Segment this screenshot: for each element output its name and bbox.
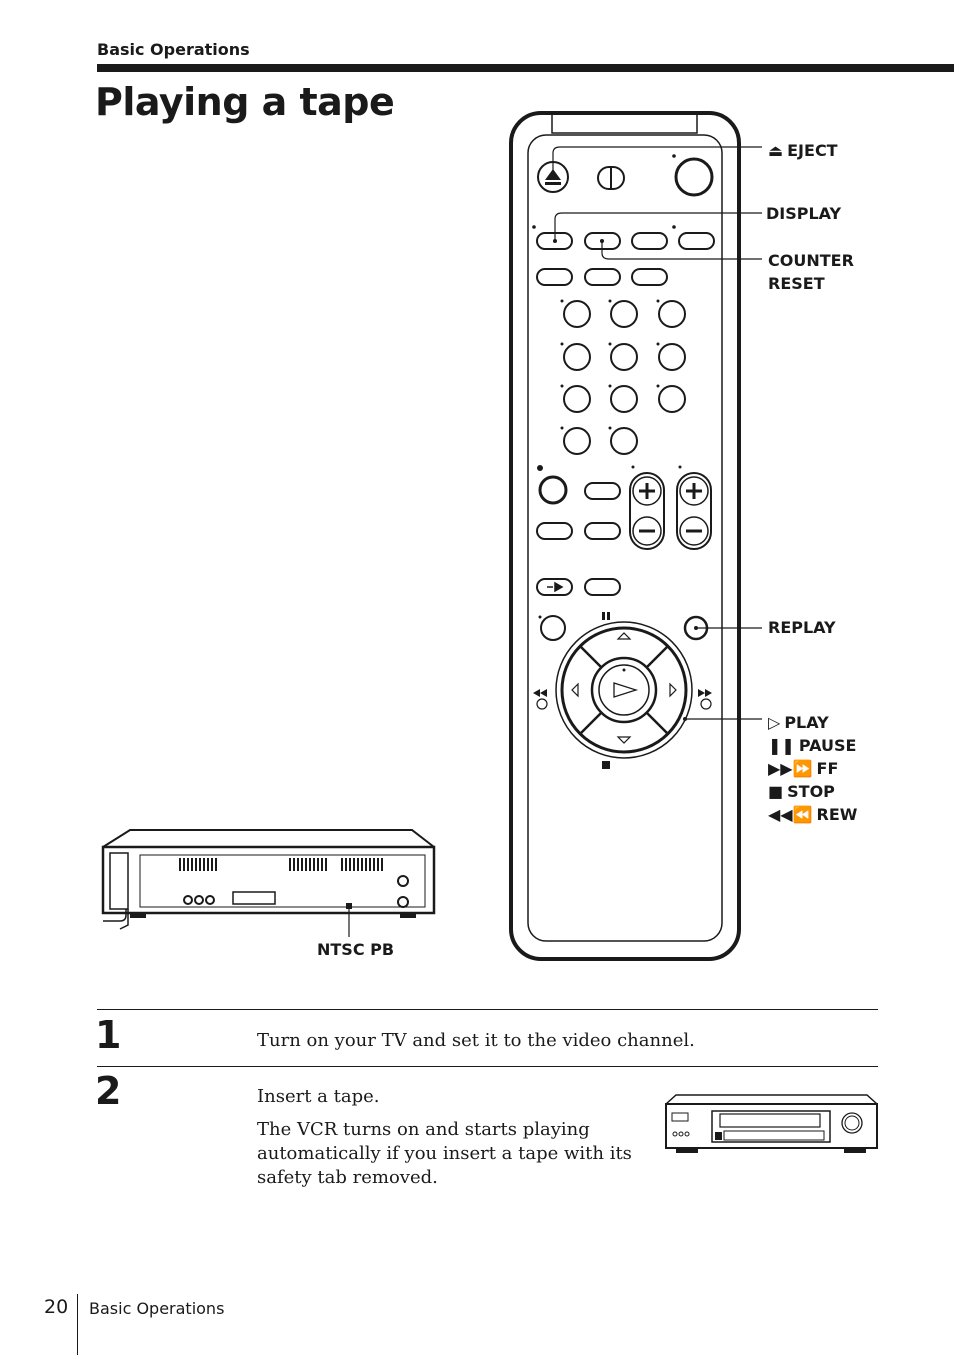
- play-icon: ▷: [768, 713, 781, 732]
- page-title: Playing a tape: [95, 80, 395, 124]
- step-number: 1: [95, 1013, 122, 1057]
- footer-section: Basic Operations: [89, 1299, 225, 1318]
- step-text: Turn on your TV and set it to the video …: [257, 1030, 695, 1051]
- step-divider: [97, 1066, 878, 1067]
- ntsc-pb-callout: NTSC PB: [317, 940, 395, 959]
- rew-icon: ◀◀⏪: [768, 805, 813, 824]
- header-rule: [97, 64, 954, 72]
- counter-reset-callout: COUNTER RESET: [768, 251, 854, 293]
- page-number: 20: [44, 1296, 69, 1318]
- pause-icon: ❚❚: [768, 736, 795, 755]
- step-number: 2: [95, 1069, 122, 1113]
- eject-callout: ⏏EJECT: [768, 141, 838, 160]
- stop-icon: ■: [768, 782, 784, 801]
- vcr-rear-illustration: [101, 829, 436, 937]
- transport-callouts: ▷PLAY ❚❚PAUSE ▶▶⏩FF ■STOP ◀◀⏪REW: [768, 713, 858, 824]
- step-note: The VCR turns on and starts playing auto…: [257, 1119, 632, 1188]
- remote-control-illustration: [509, 111, 762, 961]
- step-divider: [97, 1009, 878, 1010]
- ff-icon: ▶▶⏩: [768, 759, 813, 778]
- vcr-front-illustration: [665, 1094, 878, 1153]
- display-callout: DISPLAY: [766, 204, 842, 223]
- step-text: Insert a tape.: [257, 1086, 380, 1107]
- eject-icon: ⏏: [768, 141, 784, 160]
- footer-divider: [77, 1294, 78, 1355]
- replay-callout: REPLAY: [768, 618, 836, 637]
- section-header: Basic Operations: [97, 40, 250, 59]
